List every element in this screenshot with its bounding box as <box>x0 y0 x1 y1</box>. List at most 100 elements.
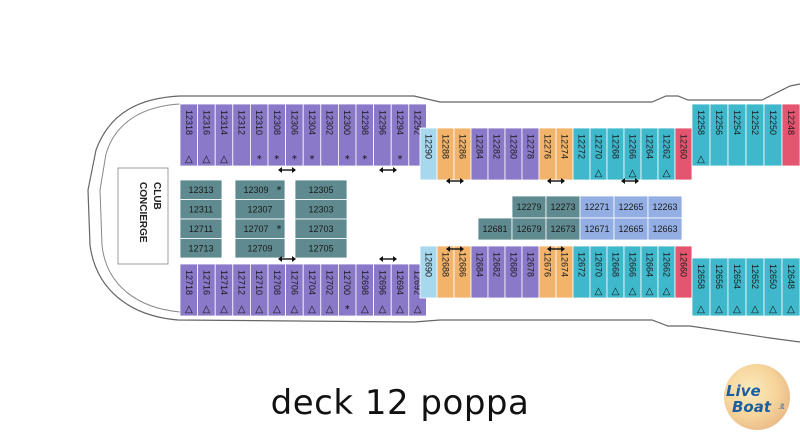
cabin[interactable]: 12304* <box>302 103 322 167</box>
cabin[interactable]: 12712△ <box>232 263 251 317</box>
cabin[interactable]: 12650△ <box>763 257 783 317</box>
inner-cabin[interactable]: 12305 <box>294 179 348 200</box>
cabin[interactable]: 12298* <box>355 103 375 167</box>
inner-cabin[interactable]: 12713 <box>179 238 223 259</box>
cabin[interactable]: 12252 <box>745 103 765 167</box>
cabin[interactable]: 12286 <box>453 127 472 181</box>
cabin[interactable]: 12668△ <box>606 245 625 299</box>
inner-cabin[interactable]: 12279 <box>511 195 547 219</box>
cabin[interactable]: 12258△ <box>691 103 711 167</box>
cabin[interactable]: 12314△ <box>214 103 234 167</box>
cabin[interactable]: 12700* <box>337 263 357 317</box>
inner-cabin[interactable]: 12313 <box>179 179 223 200</box>
cabin[interactable]: 12664△ <box>640 245 659 299</box>
cabin[interactable]: 12262△ <box>657 127 676 181</box>
inner-cabin[interactable]: 12709 <box>234 238 286 259</box>
cabin[interactable]: 12316△ <box>197 103 216 167</box>
cabin[interactable]: 12282 <box>487 127 506 181</box>
cabin-number: 12306 <box>289 110 299 135</box>
cabin-number: 12272 <box>577 134 587 159</box>
cabin-number: 12252 <box>750 110 760 135</box>
inner-cabin[interactable]: 12671 <box>579 217 615 241</box>
cabin[interactable]: 12306* <box>285 103 304 167</box>
cabin[interactable]: 12660 <box>674 245 693 299</box>
cabin[interactable]: 12670△ <box>589 245 608 299</box>
cabin[interactable]: 12276 <box>538 127 557 181</box>
accessible-star-icon: * <box>274 154 279 165</box>
sofa-bed-triangle-icon: △ <box>273 304 281 315</box>
cabin[interactable]: 12690 <box>419 245 438 299</box>
cabin[interactable]: 12654△ <box>727 257 747 317</box>
cabin[interactable]: 12302 <box>320 103 339 167</box>
cabin[interactable]: 12698△ <box>355 263 375 317</box>
cabin[interactable]: 12680 <box>504 245 523 299</box>
inner-cabin[interactable]: 12307 <box>234 199 286 220</box>
cabin[interactable]: 12310* <box>249 103 269 167</box>
cabin[interactable]: 12648△ <box>781 257 800 317</box>
cabin[interactable]: 12676 <box>538 245 557 299</box>
cabin[interactable]: 12662△ <box>657 245 676 299</box>
cabin[interactable]: 12248 <box>781 103 800 167</box>
cabin[interactable]: 12308* <box>267 103 287 167</box>
inner-cabin[interactable]: 12303 <box>294 199 348 220</box>
cabin[interactable]: 12300* <box>337 103 357 167</box>
cabin[interactable]: 12674 <box>555 245 574 299</box>
cabin[interactable]: 12318△ <box>179 103 199 167</box>
cabin[interactable]: 12714△ <box>214 263 234 317</box>
cabin[interactable]: 12280 <box>504 127 523 181</box>
cabin[interactable]: 12658△ <box>691 257 711 317</box>
inner-cabin[interactable]: 12271 <box>579 195 615 219</box>
inner-cabin[interactable]: 12663 <box>647 217 683 241</box>
cabin[interactable]: 12702△ <box>320 263 339 317</box>
cabin[interactable]: 12256 <box>709 103 729 167</box>
cabin[interactable]: 12290 <box>419 127 438 181</box>
inner-cabin[interactable]: 12673 <box>545 217 581 241</box>
cabin[interactable]: 12312 <box>232 103 251 167</box>
cabin[interactable]: 12684 <box>470 245 489 299</box>
inner-cabin[interactable]: 12265 <box>613 195 649 219</box>
inner-cabin[interactable]: 12705 <box>294 238 348 259</box>
cabin[interactable]: 12704△ <box>302 263 322 317</box>
cabin[interactable]: 12686 <box>453 245 472 299</box>
cabin-number: 12276 <box>543 134 553 159</box>
cabin[interactable]: 12250 <box>763 103 783 167</box>
cabin[interactable]: 12710△ <box>249 263 269 317</box>
inner-cabin[interactable]: 12679 <box>511 217 547 241</box>
cabin[interactable]: 12716△ <box>197 263 216 317</box>
connecting-door-icon <box>278 256 296 262</box>
inner-cabin[interactable]: 12711 <box>179 218 223 239</box>
cabin[interactable]: 12652△ <box>745 257 765 317</box>
cabin[interactable]: 12706△ <box>285 263 304 317</box>
cabin[interactable]: 12718△ <box>179 263 199 317</box>
cabin[interactable]: 12272 <box>572 127 591 181</box>
cabin[interactable]: 12284 <box>470 127 489 181</box>
inner-cabin[interactable]: 12707* <box>234 218 286 239</box>
cabin[interactable]: 12260 <box>674 127 693 181</box>
cabin[interactable]: 12254 <box>727 103 747 167</box>
cabin[interactable]: 12688 <box>436 245 455 299</box>
inner-cabin[interactable]: 12681 <box>477 217 513 241</box>
cabin[interactable]: 12270△ <box>589 127 608 181</box>
inner-cabin[interactable]: 12703 <box>294 218 348 239</box>
cabin[interactable]: 12266△ <box>623 127 642 181</box>
inner-cabin[interactable]: 12665 <box>613 217 649 241</box>
cabin[interactable]: 12296 <box>373 103 392 167</box>
inner-cabin[interactable]: 12309* <box>234 179 286 200</box>
inner-cabin[interactable]: 12273 <box>545 195 581 219</box>
cabin[interactable]: 12708△ <box>267 263 287 317</box>
cabin[interactable]: 12672 <box>572 245 591 299</box>
cabin[interactable]: 12288 <box>436 127 455 181</box>
cabin[interactable]: 12696△ <box>373 263 392 317</box>
cabin[interactable]: 12278 <box>521 127 540 181</box>
cabin[interactable]: 12666△ <box>623 245 642 299</box>
cabin[interactable]: 12656△ <box>709 257 729 317</box>
cabin[interactable]: 12682 <box>487 245 506 299</box>
cabin[interactable]: 12694△ <box>390 263 410 317</box>
inner-cabin[interactable]: 12263 <box>647 195 683 219</box>
cabin[interactable]: 12268 <box>606 127 625 181</box>
cabin[interactable]: 12294* <box>390 103 410 167</box>
cabin[interactable]: 12678 <box>521 245 540 299</box>
cabin[interactable]: 12264 <box>640 127 659 181</box>
inner-cabin[interactable]: 12311 <box>179 199 223 220</box>
cabin[interactable]: 12274 <box>555 127 574 181</box>
